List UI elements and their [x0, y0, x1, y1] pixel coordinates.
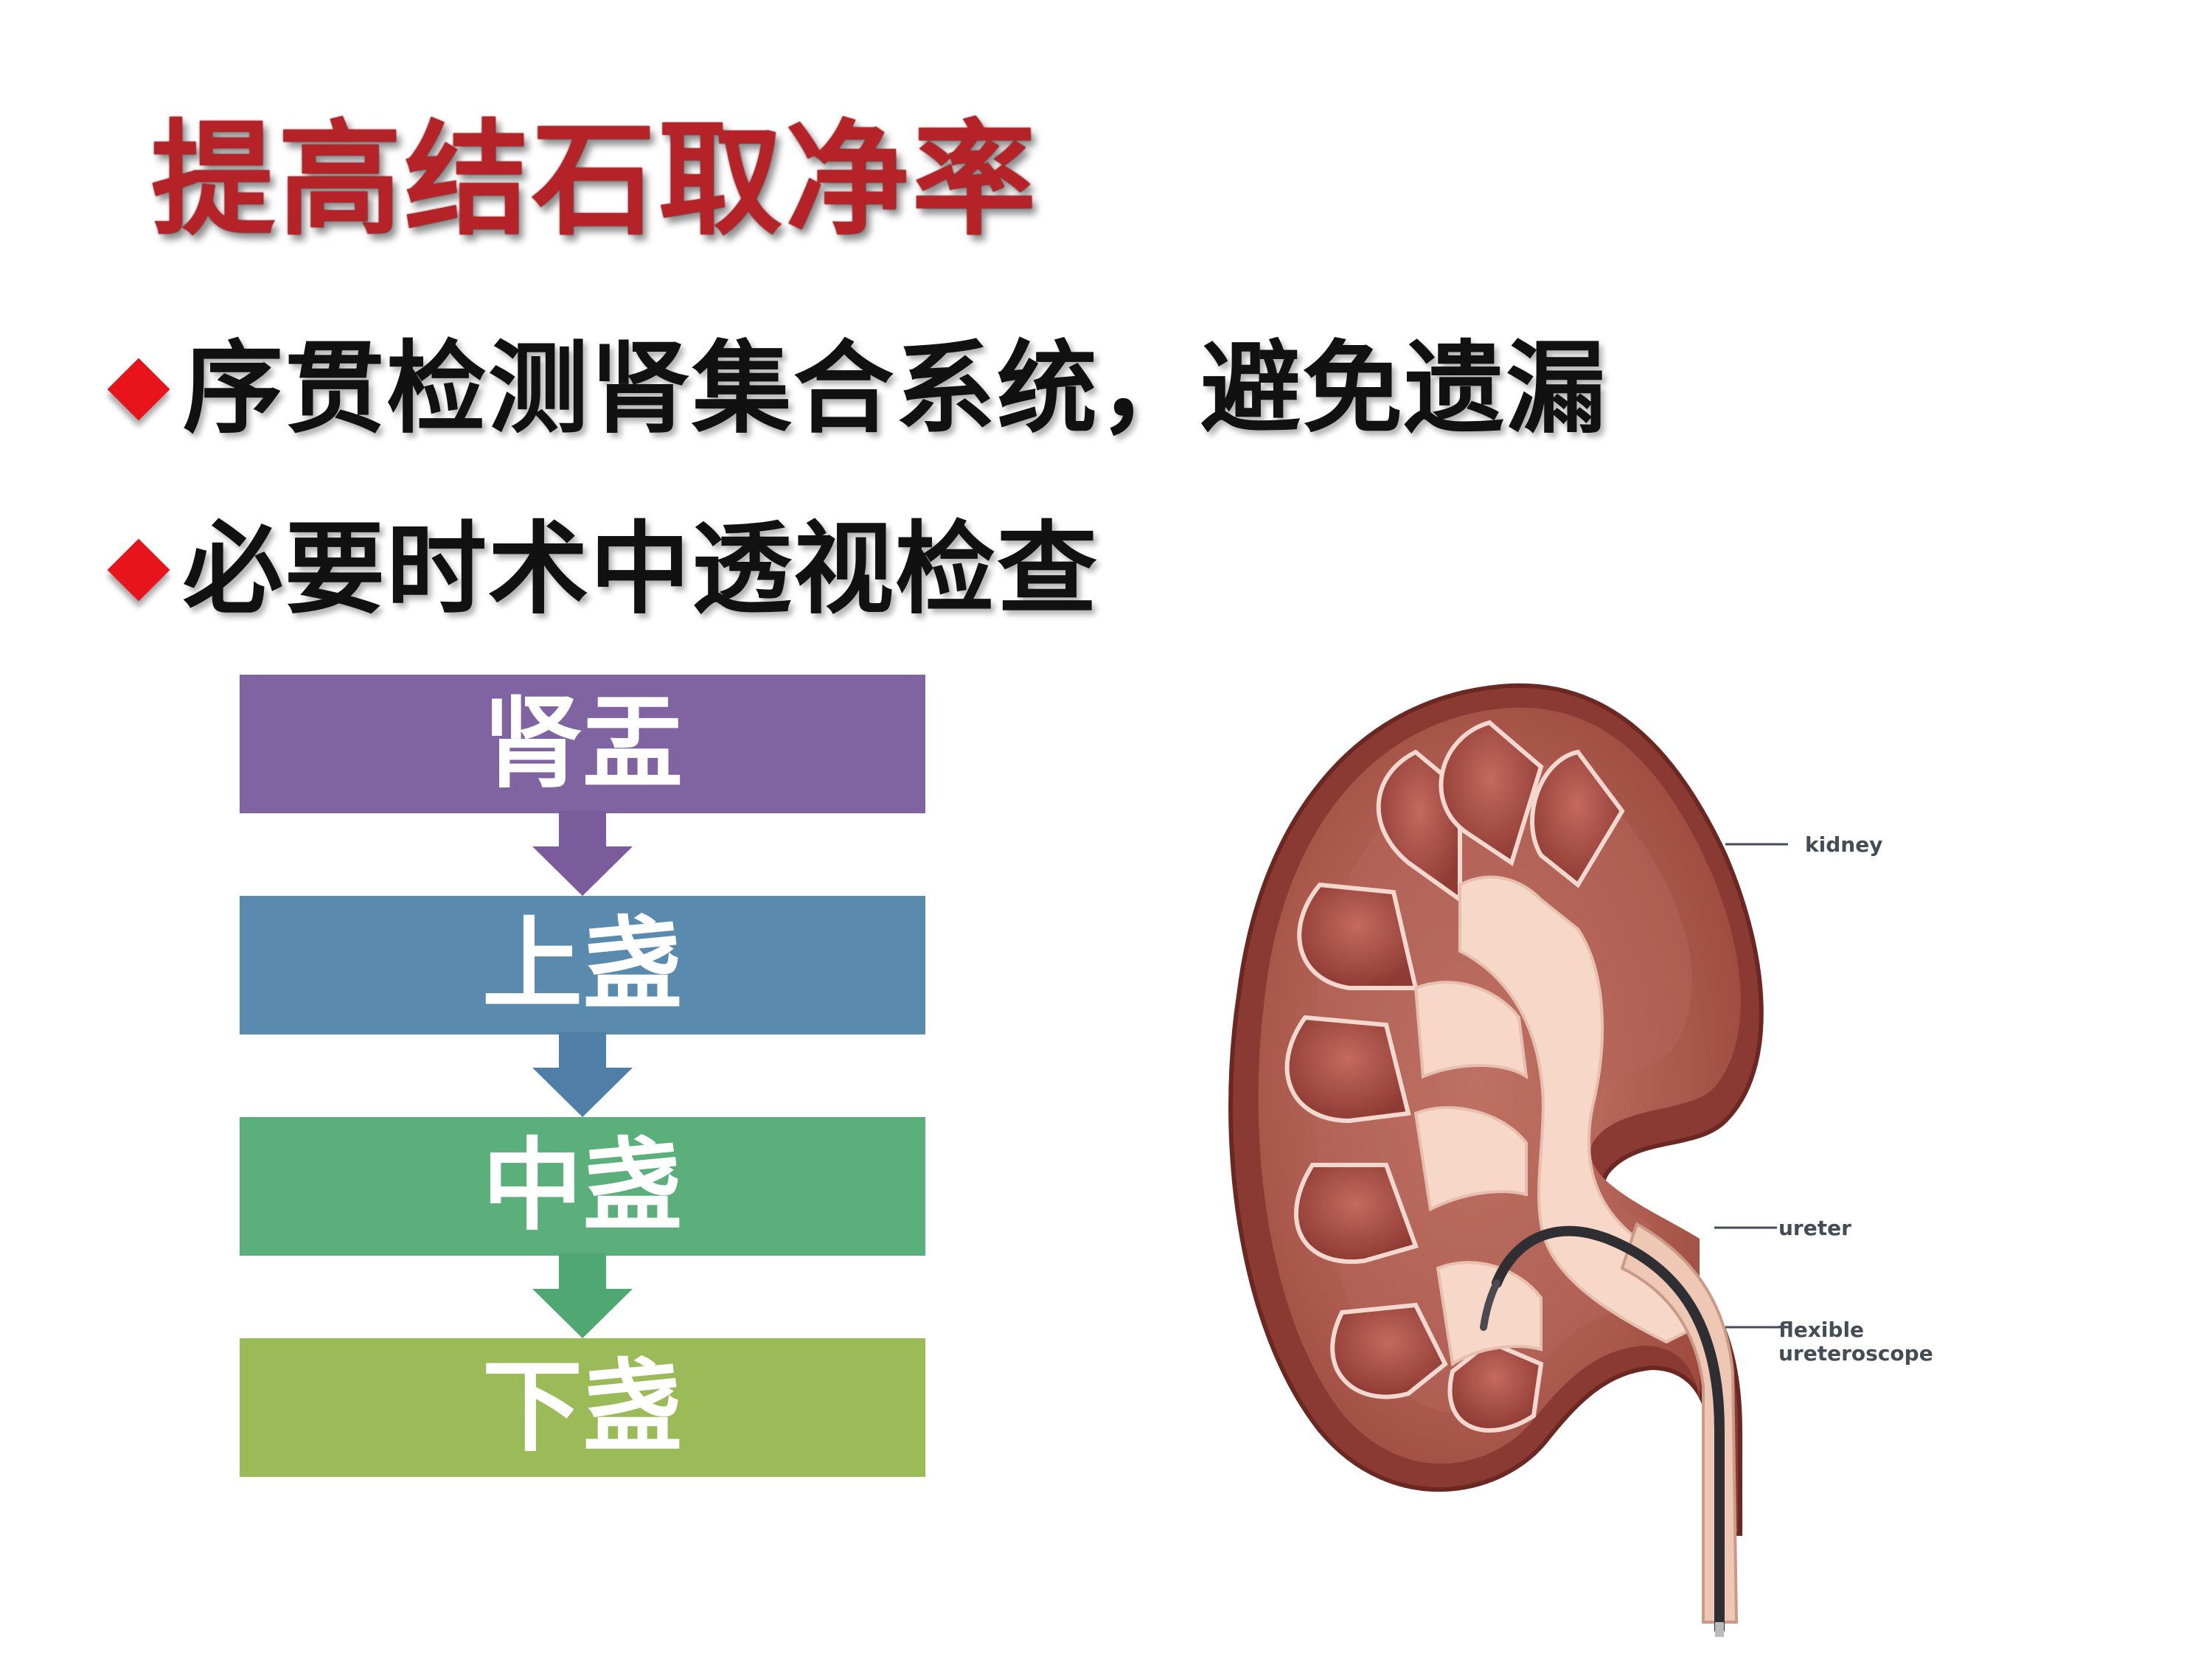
- down-arrow-icon: [532, 1253, 633, 1338]
- bullet-text-2: 必要时术中透视检查: [183, 512, 1099, 628]
- ureteroscope-label-line2: ureteroscope: [1778, 1341, 1933, 1366]
- flow-step-label: 中盏: [482, 1128, 683, 1245]
- down-arrow-icon: [532, 1032, 633, 1117]
- down-arrow-icon: [532, 811, 633, 896]
- bullet-item-1: 序贯检测肾集合系统，避免遗漏: [109, 339, 1607, 439]
- bullet-text-1: 序贯检测肾集合系统，避免遗漏: [183, 331, 1607, 448]
- diamond-bullet-icon: [109, 540, 168, 599]
- ureteroscope-label: flexible ureteroscope: [1778, 1318, 1933, 1366]
- flow-step-renal-pelvis: 肾盂: [240, 675, 925, 813]
- kidney-cross-section-illustration: [1228, 683, 1790, 1637]
- diamond-bullet-icon: [109, 360, 168, 419]
- flow-step-label: 肾盂: [482, 686, 683, 802]
- flow-step-label: 上盏: [482, 907, 683, 1023]
- bullet-item-2: 必要时术中透视检查: [109, 520, 1099, 620]
- flow-step-upper-calyx: 上盏: [240, 896, 925, 1034]
- ureteroscope-label-line1: flexible: [1778, 1318, 1865, 1342]
- kidney-label: kidney: [1805, 832, 1883, 857]
- flow-step-label: 下盏: [482, 1349, 683, 1466]
- slide-title: 提高结石取净率: [151, 108, 1039, 252]
- flow-step-lower-calyx: 下盏: [240, 1338, 925, 1477]
- flow-step-middle-calyx: 中盏: [240, 1117, 925, 1256]
- ureter-label: ureter: [1778, 1216, 1851, 1240]
